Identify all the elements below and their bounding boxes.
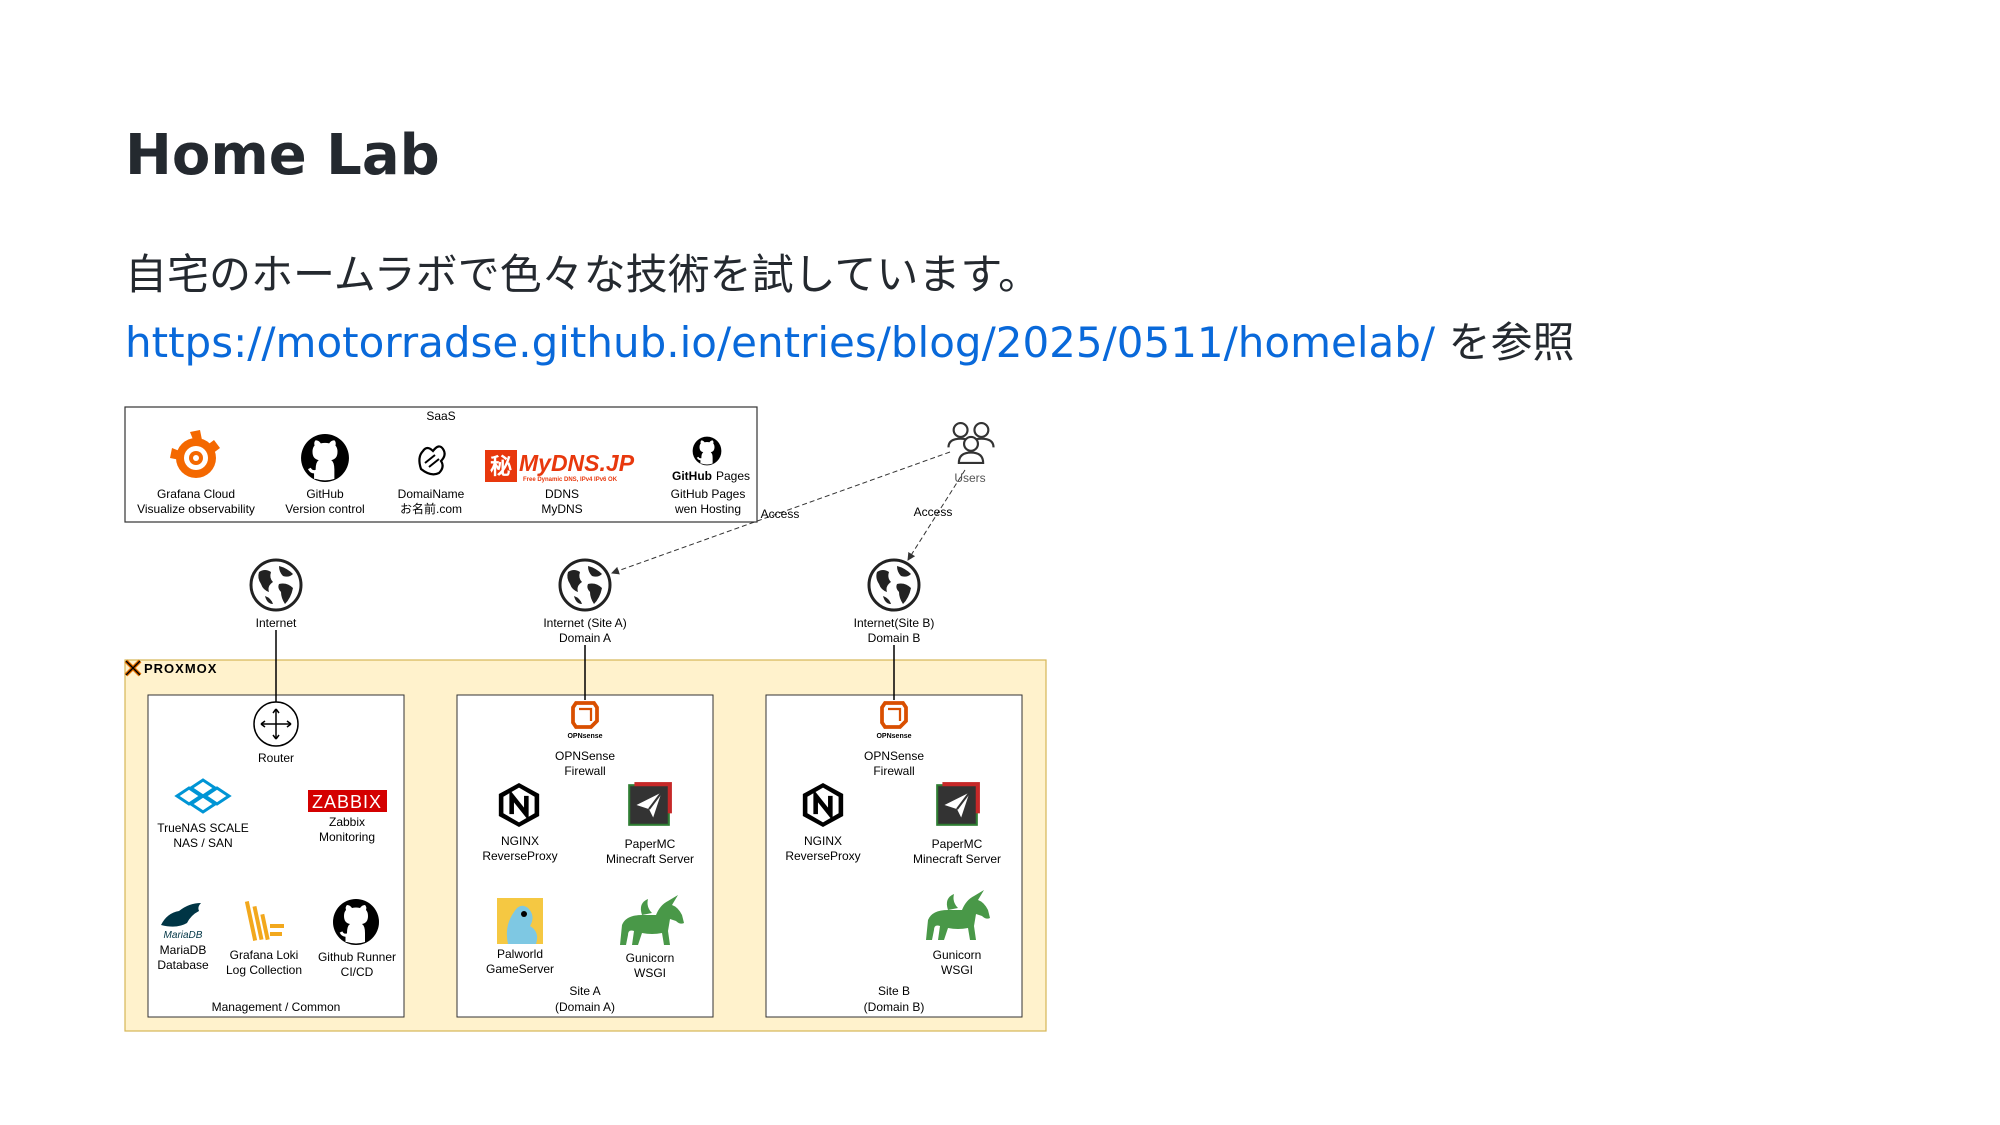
nginx-desc-site-a: ReverseProxy — [482, 849, 557, 863]
opnsense-logo-site-a: OPNsense — [567, 733, 602, 740]
zabbix-logo-text: ZABBIX — [312, 792, 382, 812]
reference-suffix: を参照 — [1435, 318, 1575, 367]
proxmox-logo: PROXMOX — [124, 659, 217, 677]
truenas-label: TrueNAS SCALE — [157, 821, 249, 835]
nginx-label-site-b: NGINX — [804, 834, 842, 848]
onamae-icon — [418, 445, 446, 476]
domainname-desc: お名前.com — [400, 501, 462, 516]
svg-text:秘: 秘 — [490, 454, 512, 479]
github-label: GitHub — [306, 487, 344, 501]
grafana-loki-icon — [244, 901, 284, 941]
mariadb-icon: MariaDB — [161, 903, 203, 941]
github-pages-label: GitHub Pages — [671, 487, 746, 501]
access-label-a: Access — [761, 507, 800, 521]
github-icon — [300, 433, 350, 483]
papermc-icon-site-b — [935, 781, 981, 827]
domainname-label: DomaiName — [398, 487, 465, 501]
grafana-icon — [170, 430, 220, 478]
palworld-desc: GameServer — [486, 962, 554, 976]
gunicorn-desc-site-a: WSGI — [634, 966, 666, 980]
papermc-desc-site-b: Minecraft Server — [913, 852, 1001, 866]
nginx-desc-site-b: ReverseProxy — [785, 849, 860, 863]
truenas-desc: NAS / SAN — [173, 836, 232, 850]
truenas-icon — [174, 778, 232, 814]
papermc-label-site-a: PaperMC — [625, 837, 676, 851]
github-runner-label: Github Runner — [318, 950, 396, 964]
management-box — [147, 694, 405, 1018]
palworld-label: Palworld — [497, 947, 543, 961]
zabbix-label: Zabbix — [329, 815, 365, 829]
zabbix-desc: Monitoring — [319, 830, 375, 844]
github-pages-logo-text: GitHub — [672, 469, 712, 483]
internet-site-a-domain: Domain A — [559, 631, 611, 645]
svg-text:MyDNS.JP: MyDNS.JP — [519, 450, 635, 476]
ddns-label: DDNS — [545, 487, 579, 501]
svg-text:MariaDB: MariaDB — [164, 930, 203, 941]
site-a-label: Site A — [569, 984, 600, 998]
gunicorn-label-site-a: Gunicorn — [626, 951, 675, 965]
github-pages-logo-sub: Pages — [716, 469, 750, 483]
router-label: Router — [258, 751, 294, 765]
homelab-blog-link[interactable]: https://motorradse.github.io/entries/blo… — [125, 318, 1436, 367]
mariadb-label: MariaDB — [160, 943, 207, 957]
internet-label: Internet — [256, 616, 297, 630]
ddns-desc: MyDNS — [541, 502, 582, 516]
github-pages-desc: wen Hosting — [674, 502, 741, 516]
svg-text:Free Dynamic DNS, IPv4 IPv6 OK: Free Dynamic DNS, IPv4 IPv6 OK — [523, 477, 618, 483]
gunicorn-desc-site-b: WSGI — [941, 963, 973, 977]
internet-site-a-label: Internet (Site A) — [543, 616, 626, 630]
globe-icon-internet — [249, 558, 303, 612]
mydns-logo: 秘 MyDNS.JP Free Dynamic DNS, IPv4 IPv6 O… — [485, 450, 635, 483]
globe-icon-site-b — [867, 558, 921, 612]
mariadb-desc: Database — [157, 958, 209, 972]
zabbix-logo — [308, 790, 387, 812]
github-desc: Version control — [285, 502, 364, 516]
router-icon — [253, 701, 299, 747]
papermc-label-site-b: PaperMC — [932, 837, 983, 851]
gunicorn-label-site-b: Gunicorn — [933, 948, 982, 962]
internet-site-b-domain: Domain B — [868, 631, 921, 645]
management-label: Management / Common — [212, 1000, 341, 1014]
github-runner-desc: CI/CD — [341, 965, 374, 979]
site-b-label: Site B — [878, 984, 910, 998]
saas-label: SaaS — [426, 409, 455, 423]
access-edge-site-a — [611, 451, 951, 575]
github-runner-icon — [332, 898, 380, 946]
reference-line: https://motorradse.github.io/entries/blo… — [125, 322, 1574, 364]
site-b-domain: (Domain B) — [864, 1000, 925, 1014]
opnsense-logo-site-b: OPNsense — [876, 733, 911, 740]
svg-text:PROXMOX: PROXMOX — [144, 661, 217, 676]
papermc-desc-site-a: Minecraft Server — [606, 852, 694, 866]
palworld-icon — [497, 898, 543, 944]
site-b-box — [765, 694, 1023, 1018]
nginx-label-site-a: NGINX — [501, 834, 539, 848]
users-icon — [947, 421, 995, 465]
grafana-cloud-label: Grafana Cloud — [157, 487, 235, 501]
papermc-icon-site-a — [627, 781, 673, 827]
page-title: Home Lab — [125, 123, 440, 188]
site-a-domain: (Domain A) — [555, 1000, 615, 1014]
page-description: 自宅のホームラボで色々な技術を試しています。 — [125, 250, 1041, 299]
firewall-label-site-b: OPNSense — [864, 749, 924, 763]
firewall-desc-site-b: Firewall — [873, 764, 914, 778]
github-pages-icon — [692, 436, 722, 466]
access-edge-site-b — [907, 469, 966, 561]
firewall-desc-site-a: Firewall — [564, 764, 605, 778]
users-label: Users — [954, 471, 985, 485]
access-label-b: Access — [914, 505, 953, 519]
globe-icon-site-a — [558, 558, 612, 612]
grafana-cloud-desc: Visualize observability — [137, 502, 255, 516]
firewall-label-site-a: OPNSense — [555, 749, 615, 763]
grafana-loki-label: Grafana Loki — [230, 948, 299, 962]
grafana-loki-desc: Log Collection — [226, 963, 302, 977]
internet-site-b-label: Internet(Site B) — [854, 616, 935, 630]
